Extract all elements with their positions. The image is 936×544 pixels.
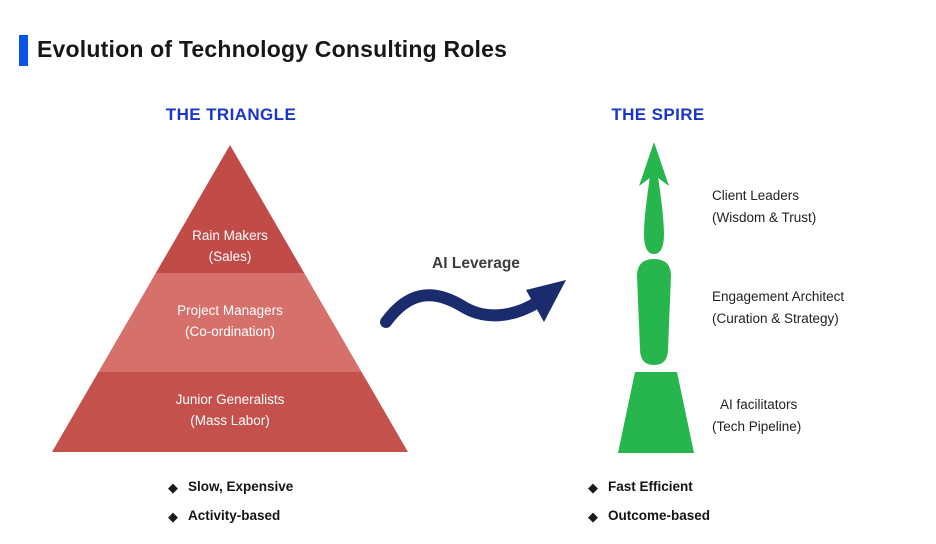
diamond-bullet-icon: ◆	[168, 479, 178, 495]
page-title: Evolution of Technology Consulting Roles	[37, 36, 508, 62]
triangle-label-project-managers: Project Managers (Co-ordination)	[52, 300, 408, 342]
diamond-bullet-icon: ◆	[588, 508, 598, 524]
triangle-role-detail: (Sales)	[208, 249, 252, 264]
bullet-text: Slow, Expensive	[188, 479, 294, 494]
spire-label-engagement-architect: Engagement Architect (Curation & Strateg…	[712, 286, 844, 330]
spire-role-detail: (Tech Pipeline)	[712, 419, 802, 434]
triangle-role-detail: (Co-ordination)	[184, 324, 276, 339]
spire-graphic	[618, 142, 694, 453]
bullet-text: Fast Efficient	[608, 479, 693, 494]
spire-middle-segment	[637, 259, 671, 365]
triangle-role: Project Managers	[177, 303, 283, 318]
spire-role-detail: (Curation & Strategy)	[712, 311, 839, 326]
spire-section-title: THE SPIRE	[611, 105, 705, 124]
diamond-bullet-icon: ◆	[168, 508, 178, 524]
spire-top-spike	[644, 150, 664, 254]
spire-label-ai-facilitators: AI facilitators (Tech Pipeline)	[712, 394, 801, 438]
ai-leverage-label: AI Leverage	[432, 255, 520, 272]
spire-role: Client Leaders	[712, 188, 800, 203]
spire-role-detail: (Wisdom & Trust)	[712, 210, 817, 225]
triangle-bullet-2: ◆ Activity-based	[168, 506, 280, 526]
triangle-band-junior-generalists	[52, 372, 408, 452]
triangle-label-rain-makers: Rain Makers (Sales)	[52, 225, 408, 267]
triangle-role-detail: (Mass Labor)	[190, 413, 270, 428]
diamond-bullet-icon: ◆	[588, 479, 598, 495]
triangle-role: Junior Generalists	[175, 392, 285, 407]
triangle-role: Rain Makers	[192, 228, 268, 243]
spire-label-client-leaders: Client Leaders (Wisdom & Trust)	[712, 185, 816, 229]
triangle-section-title: THE TRIANGLE	[165, 105, 297, 124]
title-accent-bar	[19, 35, 28, 66]
bullet-text: Activity-based	[188, 508, 281, 523]
bullet-text: Outcome-based	[608, 508, 711, 523]
spire-bottom-segment	[618, 372, 694, 453]
spire-bullet-1: ◆ Fast Efficient	[588, 477, 693, 497]
triangle-bullet-1: ◆ Slow, Expensive	[168, 477, 293, 497]
triangle-label-junior-generalists: Junior Generalists (Mass Labor)	[52, 389, 408, 431]
spire-bullet-2: ◆ Outcome-based	[588, 506, 710, 526]
spire-role: AI facilitators	[720, 397, 798, 412]
spire-role: Engagement Architect	[712, 289, 845, 304]
ai-leverage-arrow-icon	[380, 280, 566, 328]
